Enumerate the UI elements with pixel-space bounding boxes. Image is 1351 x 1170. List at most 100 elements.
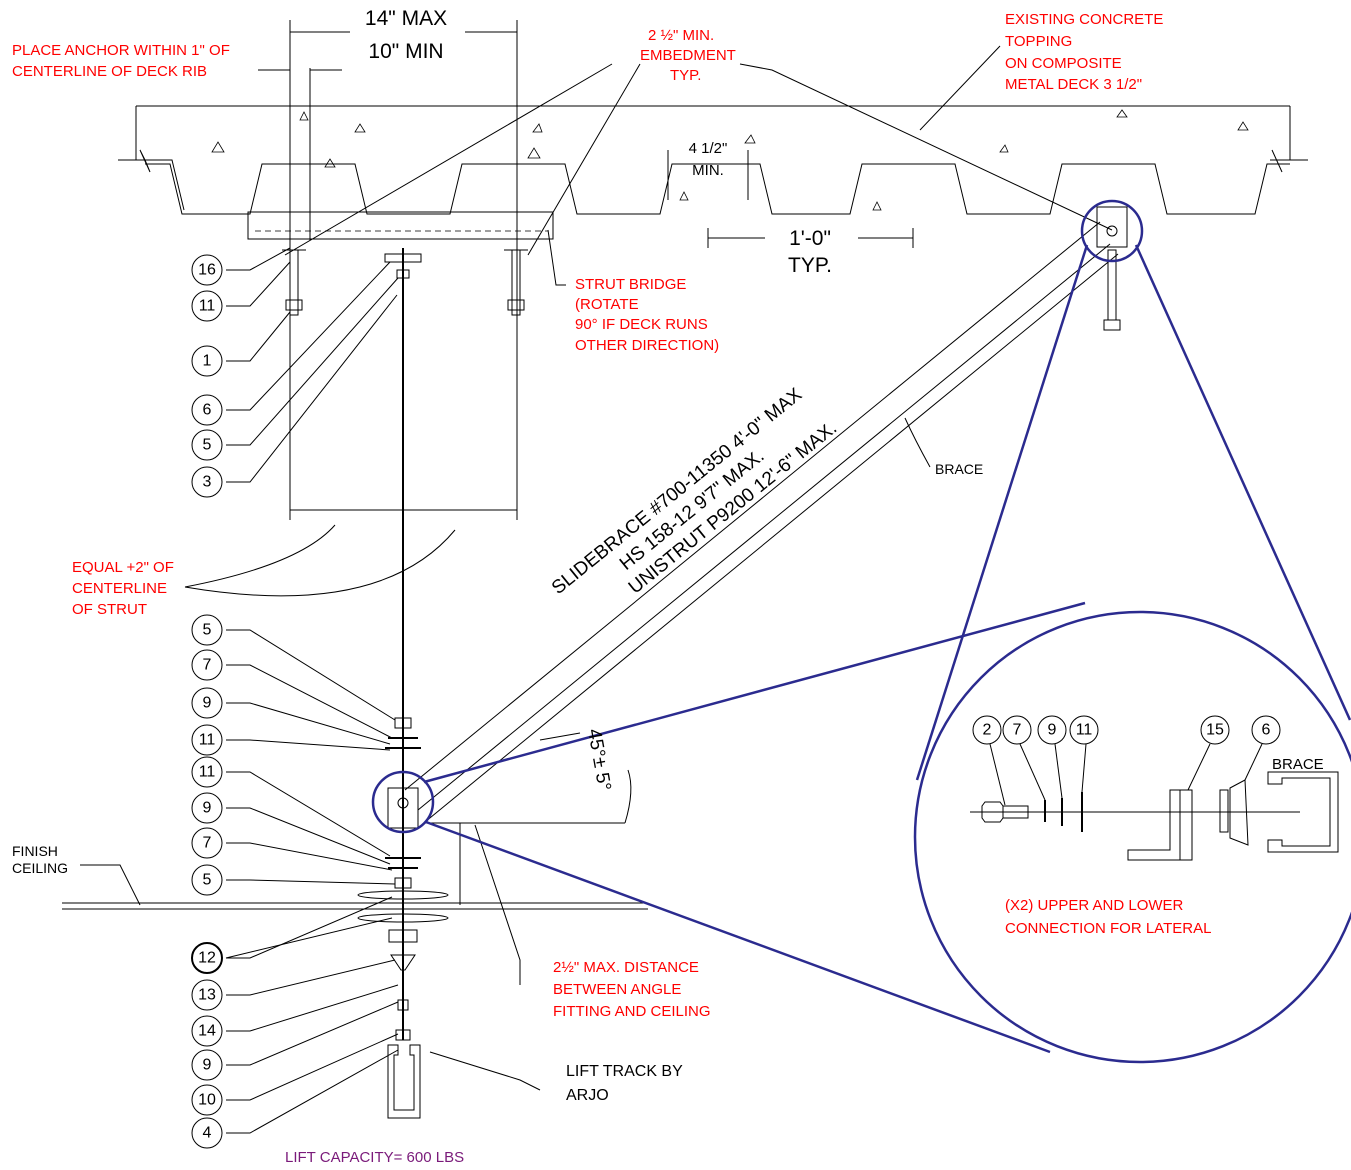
- upper-brace-anchor: [1096, 206, 1128, 331]
- note-equal-3: OF STRUT: [72, 601, 147, 618]
- note-embedment-3: TYP.: [670, 67, 701, 84]
- note-strut-4: OTHER DIRECTION): [575, 337, 719, 354]
- detail-callout-11: 11: [1069, 715, 1099, 745]
- svg-text:7: 7: [203, 835, 212, 852]
- svg-text:2: 2: [983, 722, 992, 739]
- note-connection-1: (X2) UPPER AND LOWER: [1005, 897, 1184, 914]
- svg-text:9: 9: [1048, 722, 1057, 739]
- anchor-left: [282, 249, 306, 316]
- svg-text:11: 11: [199, 298, 216, 315]
- callout-9b: 9: [191, 792, 223, 824]
- svg-text:16: 16: [198, 262, 216, 279]
- lower-angle-fitting: [387, 787, 419, 829]
- svg-text:9: 9: [203, 1057, 212, 1074]
- detail-brace-label: BRACE: [1272, 756, 1324, 773]
- callout-3: 3: [191, 466, 223, 498]
- note-equal-2: CENTERLINE: [72, 580, 167, 597]
- diagonal-brace: [404, 221, 1119, 823]
- callout-11: 11: [191, 290, 223, 322]
- note-concrete-1: EXISTING CONCRETE: [1005, 11, 1163, 28]
- callout-11b: 11: [191, 724, 223, 756]
- note-max-distance-1: 2½" MAX. DISTANCE: [553, 959, 699, 976]
- svg-text:9: 9: [203, 695, 212, 712]
- dim-spacing: 1'-0": [789, 227, 831, 250]
- dimension-lines: [258, 20, 914, 905]
- note-anchor-2: CENTERLINE OF DECK RIB: [12, 63, 207, 80]
- svg-text:5: 5: [203, 437, 212, 454]
- detail-callout-15: 15: [1200, 715, 1230, 745]
- callout-5b: 5: [191, 614, 223, 646]
- lift-track: [387, 1044, 421, 1119]
- detail-callout-9: 9: [1037, 715, 1067, 745]
- dim-rib-min: MIN.: [692, 162, 724, 179]
- svg-text:7: 7: [203, 657, 212, 674]
- angle-label: 45°± 5°: [583, 727, 615, 792]
- detail-callout-7: 7: [1002, 715, 1032, 745]
- svg-text:15: 15: [1206, 722, 1224, 739]
- callout-16: 16: [191, 254, 223, 286]
- note-embedment-1: 2 ½" MIN.: [648, 27, 714, 44]
- callout-11c: 11: [191, 756, 223, 788]
- finish-ceiling-label: FINISH: [12, 843, 58, 859]
- finish-ceiling-label-2: CEILING: [12, 860, 68, 876]
- detail-magnifier: [371, 199, 1351, 1064]
- callout-9: 9: [191, 687, 223, 719]
- callout-13: 13: [191, 979, 223, 1011]
- note-concrete-4: METAL DECK 3 1/2": [1005, 76, 1142, 93]
- detail-contents: [970, 771, 1339, 861]
- callout-14: 14: [191, 1015, 223, 1047]
- detail-callout-6: 6: [1251, 715, 1281, 745]
- callout-10: 10: [191, 1084, 223, 1116]
- dim-14-max: 14" MAX: [365, 7, 447, 30]
- callout-5: 5: [191, 429, 223, 461]
- svg-text:10: 10: [198, 1092, 216, 1109]
- svg-text:1: 1: [203, 353, 212, 370]
- note-anchor-1: PLACE ANCHOR WITHIN 1" OF: [12, 42, 230, 59]
- strut-bridge: [247, 211, 554, 240]
- svg-text:7: 7: [1013, 722, 1022, 739]
- svg-text:9: 9: [203, 800, 212, 817]
- callout-7: 7: [191, 649, 223, 681]
- callout-6: 6: [191, 394, 223, 426]
- note-concrete-2: TOPPING: [1005, 33, 1072, 50]
- note-strut-1: STRUT BRIDGE: [575, 276, 686, 293]
- leader-lines: [80, 45, 1113, 1134]
- finish-ceiling: [62, 902, 648, 910]
- callout-4: 4: [191, 1117, 223, 1149]
- svg-text:3: 3: [203, 474, 212, 491]
- dim-rib-width: 4 1/2": [689, 140, 728, 157]
- svg-text:11: 11: [199, 732, 216, 749]
- detail-leaders: [989, 743, 1263, 806]
- concrete-aggregate: [211, 109, 1249, 211]
- callout-7b: 7: [191, 827, 223, 859]
- svg-text:11: 11: [199, 764, 216, 781]
- note-max-distance-2: BETWEEN ANGLE: [553, 981, 681, 998]
- svg-text:5: 5: [203, 872, 212, 889]
- hanger-rod: [357, 248, 449, 1041]
- brace-label: BRACE: [935, 461, 983, 477]
- lift-track-label: LIFT TRACK BY: [566, 1063, 683, 1080]
- dim-spacing-typ: TYP.: [788, 254, 832, 277]
- note-strut-2: (ROTATE: [575, 296, 639, 313]
- note-concrete-3: ON COMPOSITE: [1005, 55, 1122, 72]
- note-max-distance-3: FITTING AND CEILING: [553, 1003, 711, 1020]
- callout-5c: 5: [191, 864, 223, 896]
- callout-12: 12: [191, 942, 223, 974]
- lift-track-label-2: ARJO: [566, 1087, 609, 1104]
- callout-1: 1: [191, 345, 223, 377]
- svg-text:5: 5: [203, 622, 212, 639]
- concrete-deck: [118, 105, 1308, 215]
- callouts-detail: 2 7 9 11 15 6: [972, 715, 1281, 745]
- brace-spec-text: SLIDEBRACE #700-11350 4'-0" MAX HS 158-1…: [548, 384, 841, 599]
- callouts-left: 16 11 1 6 5 3 5 7 9 11 11 9 7 5 12 13 14…: [191, 254, 223, 1149]
- note-strut-3: 90° IF DECK RUNS: [575, 316, 708, 333]
- svg-text:13: 13: [198, 987, 216, 1004]
- detail-callout-2: 2: [972, 715, 1002, 745]
- anchor-right: [504, 249, 528, 316]
- callout-9c: 9: [191, 1049, 223, 1081]
- svg-text:11: 11: [1076, 722, 1093, 739]
- svg-text:6: 6: [203, 402, 212, 419]
- svg-text:6: 6: [1262, 722, 1271, 739]
- svg-text:4: 4: [203, 1125, 212, 1142]
